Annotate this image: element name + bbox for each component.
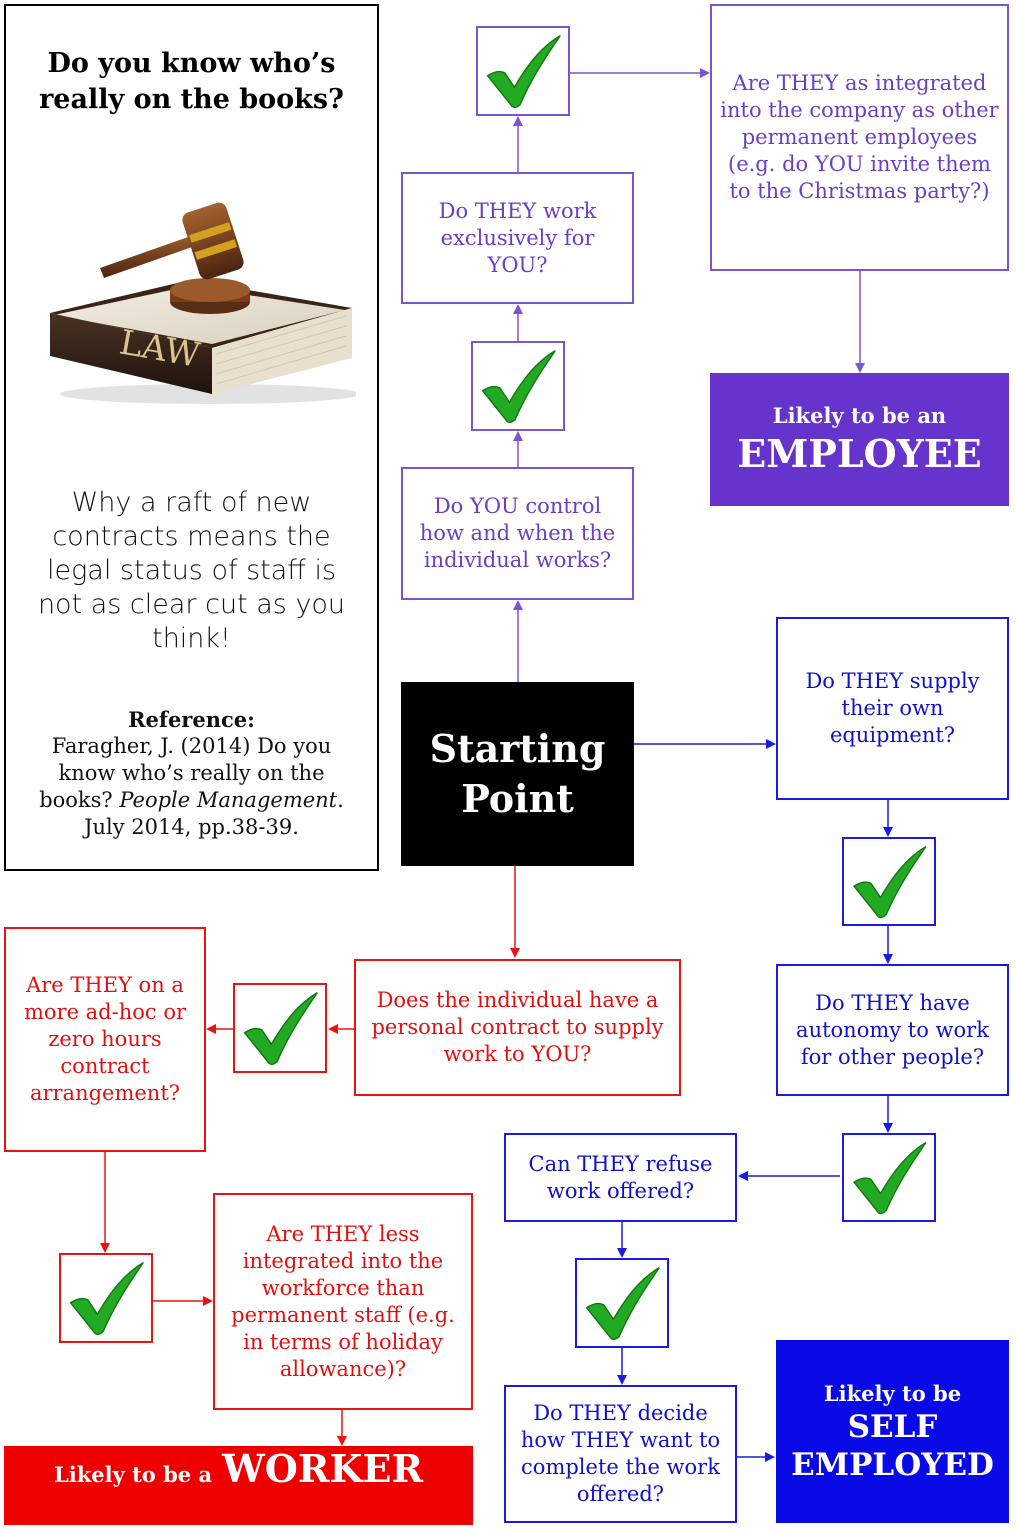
check-contract <box>233 983 327 1073</box>
question-control: Do YOU control how and when the individu… <box>401 467 634 600</box>
check-adhoc <box>59 1253 153 1343</box>
checkmark-icon <box>853 1141 927 1215</box>
check-refuse <box>575 1258 669 1348</box>
gavel-book-icon: LAW <box>50 202 360 404</box>
checkmark-icon <box>585 1267 660 1341</box>
info-panel: Do you know who’s really on the books? <box>4 4 379 871</box>
check-equipment <box>842 837 936 926</box>
checkmark-icon <box>69 1262 144 1336</box>
checkmark-icon <box>853 845 927 919</box>
result-employee: Likely to be an EMPLOYEE <box>710 373 1009 506</box>
panel-title: Do you know who’s really on the books? <box>39 48 344 115</box>
question-autonomy: Do THEY have autonomy to work for other … <box>776 964 1009 1096</box>
reference-text: Faragher, J. (2014) Do you know who’s re… <box>39 734 332 812</box>
reference-heading: Reference: <box>128 707 255 732</box>
check-exclusive <box>476 26 570 116</box>
employee-small: Likely to be an <box>772 402 947 428</box>
reference-date: . July 2014, pp.38-39. <box>84 788 344 839</box>
employee-big: EMPLOYEE <box>737 430 982 476</box>
start-line-1: Starting <box>429 726 606 771</box>
reference: Reference: Faragher, J. (2014) Do you kn… <box>26 706 357 841</box>
panel-subtitle: Why a raft of new contracts means the le… <box>37 487 346 654</box>
self-small: Likely to be <box>823 1380 962 1406</box>
self-big-1: SELF <box>847 1408 938 1445</box>
self-big-2: EMPLOYED <box>791 1446 994 1483</box>
result-self-employed: Likely to be SELF EMPLOYED <box>776 1340 1009 1523</box>
question-contract: Does the individual have a personal cont… <box>354 959 681 1096</box>
check-autonomy <box>842 1133 936 1222</box>
checkmark-icon <box>486 35 561 109</box>
worker-small: Likely to be a <box>53 1462 213 1487</box>
law-gavel-image: LAW <box>40 198 360 408</box>
reference-journal: People Management <box>119 788 338 812</box>
question-equipment: Do THEY supply their own equipment? <box>776 617 1009 800</box>
checkmark-icon <box>243 992 318 1066</box>
question-refuse: Can THEY refuse work offered? <box>504 1133 737 1222</box>
question-integrated: Are THEY as integrated into the company … <box>710 4 1009 271</box>
question-exclusive: Do THEY work exclusively for YOU? <box>401 172 634 304</box>
checkmark-icon <box>481 350 556 424</box>
question-less-integrated: Are THEY less integrated into the workfo… <box>213 1193 473 1410</box>
starting-point: Starting Point <box>401 682 634 866</box>
worker-big: WORKER <box>222 1446 424 1491</box>
question-adhoc: Are THEY on a more ad-hoc or zero hours … <box>4 927 206 1152</box>
result-worker: Likely to be a WORKER <box>4 1446 473 1525</box>
question-decide: Do THEY decide how THEY want to complete… <box>504 1385 737 1523</box>
start-line-2: Point <box>461 776 574 821</box>
check-control <box>471 341 565 431</box>
